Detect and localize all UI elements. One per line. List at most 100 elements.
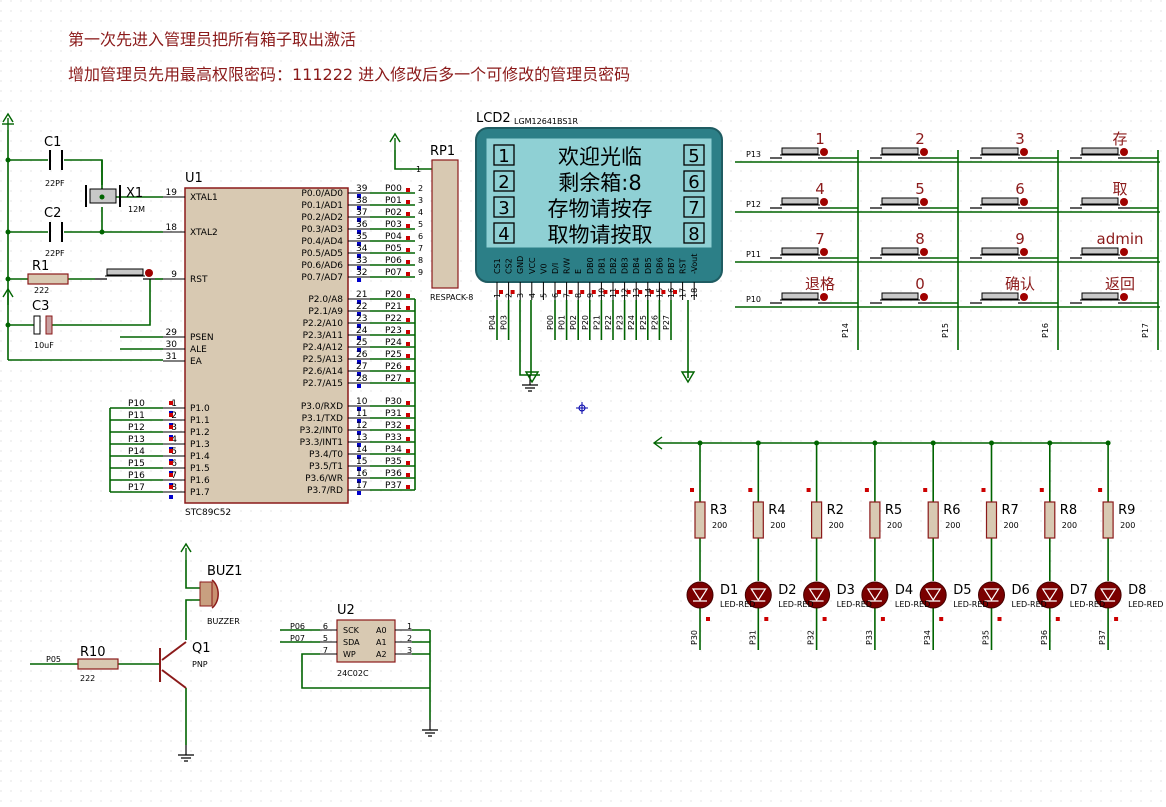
red-marker	[406, 260, 410, 264]
junction-dot	[99, 194, 105, 200]
rp1-pin: 7	[418, 244, 423, 253]
blue-marker	[357, 266, 361, 270]
led-symbol	[925, 588, 942, 602]
mcu-pin-num: 17	[356, 481, 367, 491]
junction-dot	[697, 440, 703, 446]
mcu-pin-num: 38	[356, 196, 368, 206]
lcd-pin-num: 9	[586, 293, 595, 298]
blue-marker	[357, 300, 361, 304]
lcd-pin-num: 17	[679, 288, 688, 298]
keypad-button	[781, 197, 819, 205]
led-ref: D3	[837, 583, 855, 598]
mcu-pin-name: P2.5/A13	[303, 355, 343, 365]
red-marker	[510, 290, 515, 294]
lcd-pin-num: 1	[493, 293, 502, 298]
net-label: P01	[385, 196, 402, 206]
net-label: P21	[385, 302, 402, 312]
eeprom-pin-name: A1	[376, 638, 387, 647]
resistor-R8	[1044, 501, 1056, 539]
keypad-label-9: 9	[1015, 230, 1025, 248]
button-actuator	[1020, 248, 1028, 256]
mcu-pin-name: P2.7/A15	[303, 379, 343, 389]
mcu-pin-num: 8	[171, 483, 177, 493]
wp-wire	[301, 653, 430, 689]
net-label: P04	[385, 232, 402, 242]
resistor-R5	[869, 501, 881, 539]
lcd-pin-num: 12	[621, 288, 630, 298]
lcd-pin-num: 10	[597, 288, 606, 298]
lcd-text-row: 取物请按取	[548, 223, 653, 247]
net-label: P27	[385, 374, 402, 384]
rp1-pin: 9	[418, 268, 423, 277]
lcd-pin-name: CS1	[493, 258, 502, 274]
mcu-pin-num: 4	[171, 435, 177, 445]
red-marker	[406, 366, 410, 370]
resistor-R9	[1102, 501, 1114, 539]
blue-marker	[357, 443, 361, 447]
junction-dot	[5, 322, 11, 328]
mcu-pin-num: 37	[356, 208, 367, 218]
net-label: P12	[128, 423, 145, 433]
mcu-pin-num: 31	[166, 352, 177, 362]
button-actuator	[1120, 248, 1128, 256]
resistor-value: 200	[887, 521, 902, 530]
mcu-pin-name: P3.3/INT1	[300, 438, 343, 448]
resistor-r10	[77, 658, 119, 670]
red-marker	[169, 401, 173, 405]
resistor-value: 200	[1062, 521, 1077, 530]
eeprom-pin-num: 2	[407, 634, 412, 643]
red-marker	[748, 488, 753, 492]
lcd-left-number: 3	[498, 198, 509, 219]
keypad-button	[1081, 247, 1119, 255]
mcu-pin-name: P0.1/AD1	[301, 201, 343, 211]
blue-marker	[357, 384, 361, 388]
lcd-pin-name: DB2	[609, 257, 618, 274]
rp1-pin: 1	[416, 165, 421, 174]
mcu-pin-name: P1.2	[190, 428, 210, 438]
c1-value: 22PF	[45, 179, 65, 188]
red-marker	[923, 488, 928, 492]
lcd-part: LGM12641BS1R	[514, 117, 579, 126]
mcu-pin-num: 13	[356, 433, 367, 443]
blue-marker	[357, 479, 361, 483]
mcu-pin-name: EA	[190, 357, 203, 367]
resistor-R6	[927, 501, 939, 539]
net-label: P04	[488, 315, 497, 330]
lcd-number-box	[493, 222, 515, 244]
net-label: P10	[128, 399, 145, 409]
mcu-pin-name: P2.4/A12	[303, 343, 343, 353]
net-label: P34	[385, 445, 402, 455]
mcu-pin-num: 28	[356, 374, 368, 384]
blue-marker	[357, 419, 361, 423]
lcd-text-row: 存物请按存	[548, 197, 653, 221]
net-label: P02	[569, 315, 578, 330]
rp1-pin: 4	[418, 208, 423, 217]
red-marker	[864, 488, 869, 492]
lcd-right-number: 5	[688, 146, 699, 167]
resistor-R4	[752, 501, 764, 539]
net-label: P21	[592, 315, 601, 330]
keypad-button	[981, 247, 1019, 255]
net-label: P00	[546, 315, 555, 330]
rp1-value: RESPACK-8	[430, 293, 473, 302]
mcu-pin-name: P0.5/AD5	[301, 249, 343, 259]
net-label: P14	[841, 323, 850, 338]
lcd-pin-name: E	[574, 269, 583, 274]
lcd-pin-name: DB5	[644, 257, 653, 274]
red-marker	[649, 290, 654, 294]
net-label: P05	[46, 655, 61, 664]
resistor-value: 200	[829, 521, 844, 530]
c2-value: 22PF	[45, 249, 65, 258]
button-actuator	[1120, 148, 1128, 156]
red-marker	[406, 200, 410, 204]
button-actuator	[920, 148, 928, 156]
junction-dot	[989, 440, 994, 446]
button-actuator	[1020, 148, 1028, 156]
blue-marker	[357, 407, 361, 411]
mcu-pin-name: P2.2/A10	[303, 319, 344, 329]
led-ref: D1	[720, 583, 738, 598]
mcu-pin-name: PSEN	[190, 333, 214, 343]
red-marker	[406, 318, 410, 322]
keypad-button	[881, 147, 919, 155]
